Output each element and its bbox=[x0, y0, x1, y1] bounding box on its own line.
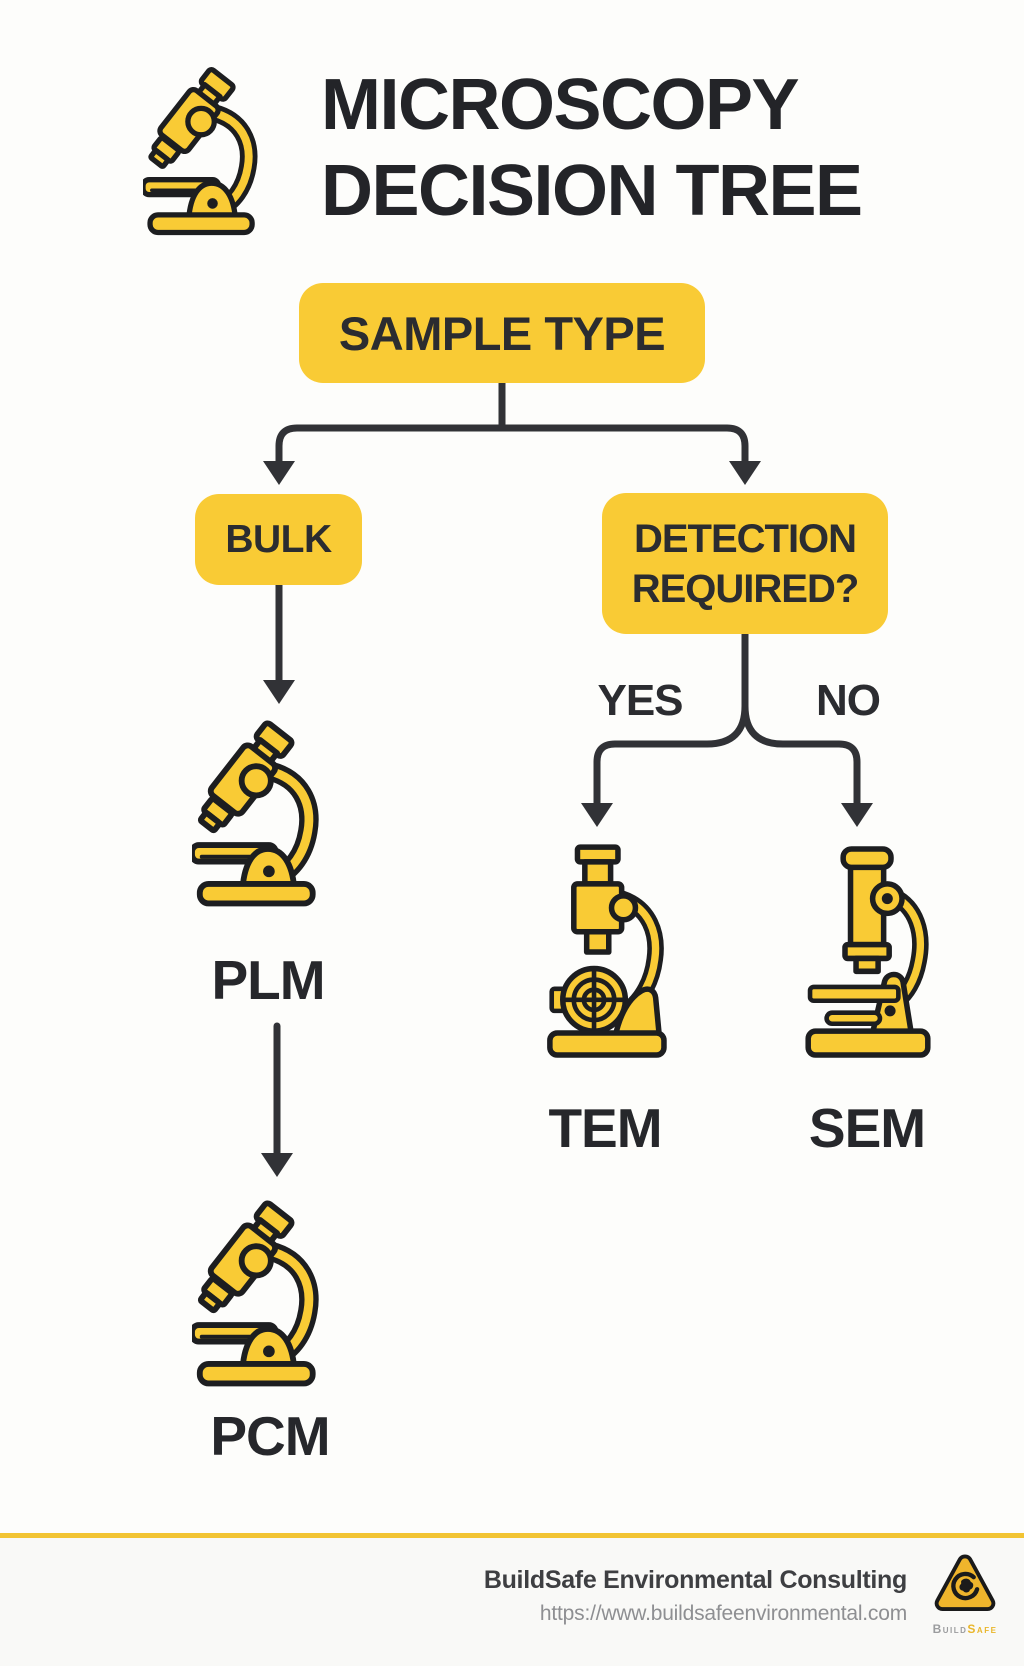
no-branch-line bbox=[741, 702, 861, 808]
node-sample-type: SAMPLE TYPE bbox=[299, 283, 705, 383]
tem-microscope-icon bbox=[547, 844, 667, 1058]
arrowhead-to-bulk bbox=[263, 461, 295, 485]
logo-safe-text: Safe bbox=[967, 1622, 998, 1636]
warning-triangle-logo-icon bbox=[934, 1554, 996, 1611]
tem-label: TEM bbox=[548, 1097, 662, 1159]
sem-microscope-icon bbox=[805, 846, 931, 1058]
footer-band bbox=[0, 1538, 1024, 1666]
plm-microscope-icon bbox=[192, 720, 319, 907]
microscope-icon bbox=[143, 67, 258, 236]
logo-build-text: Build bbox=[932, 1622, 968, 1636]
node-bulk: BULK bbox=[195, 494, 362, 585]
branch-right-line bbox=[498, 424, 749, 467]
no-branch-label: NO bbox=[816, 676, 881, 725]
footer-divider bbox=[0, 1533, 1024, 1538]
sem-label: SEM bbox=[808, 1097, 926, 1159]
arrowhead-to-tem bbox=[581, 803, 613, 827]
arrowhead-to-pcm bbox=[261, 1153, 293, 1177]
logo-wordmark: BuildSafe bbox=[922, 1622, 1008, 1636]
footer-website-url: https://www.buildsafeenvironmental.com bbox=[539, 1602, 907, 1625]
node-detection-required: DETECTION REQUIRED? bbox=[602, 493, 888, 634]
footer-company-name: BuildSafe Environmental Consulting bbox=[483, 1566, 907, 1594]
title-line-2: DECISION TREE bbox=[321, 151, 863, 231]
branch-left-line bbox=[275, 424, 506, 467]
arrowhead-to-sem bbox=[841, 803, 873, 827]
pcm-label: PCM bbox=[210, 1405, 330, 1467]
plm-label: PLM bbox=[211, 949, 325, 1011]
yes-branch-label: YES bbox=[597, 676, 683, 725]
arrowhead-to-detection bbox=[729, 461, 761, 485]
yes-branch-line bbox=[593, 629, 749, 808]
page-title: MICROSCOPY DECISION TREE bbox=[321, 62, 863, 234]
title-line-1: MICROSCOPY bbox=[321, 65, 800, 145]
arrowhead-to-plm bbox=[263, 680, 295, 704]
pcm-microscope-icon bbox=[192, 1200, 319, 1387]
